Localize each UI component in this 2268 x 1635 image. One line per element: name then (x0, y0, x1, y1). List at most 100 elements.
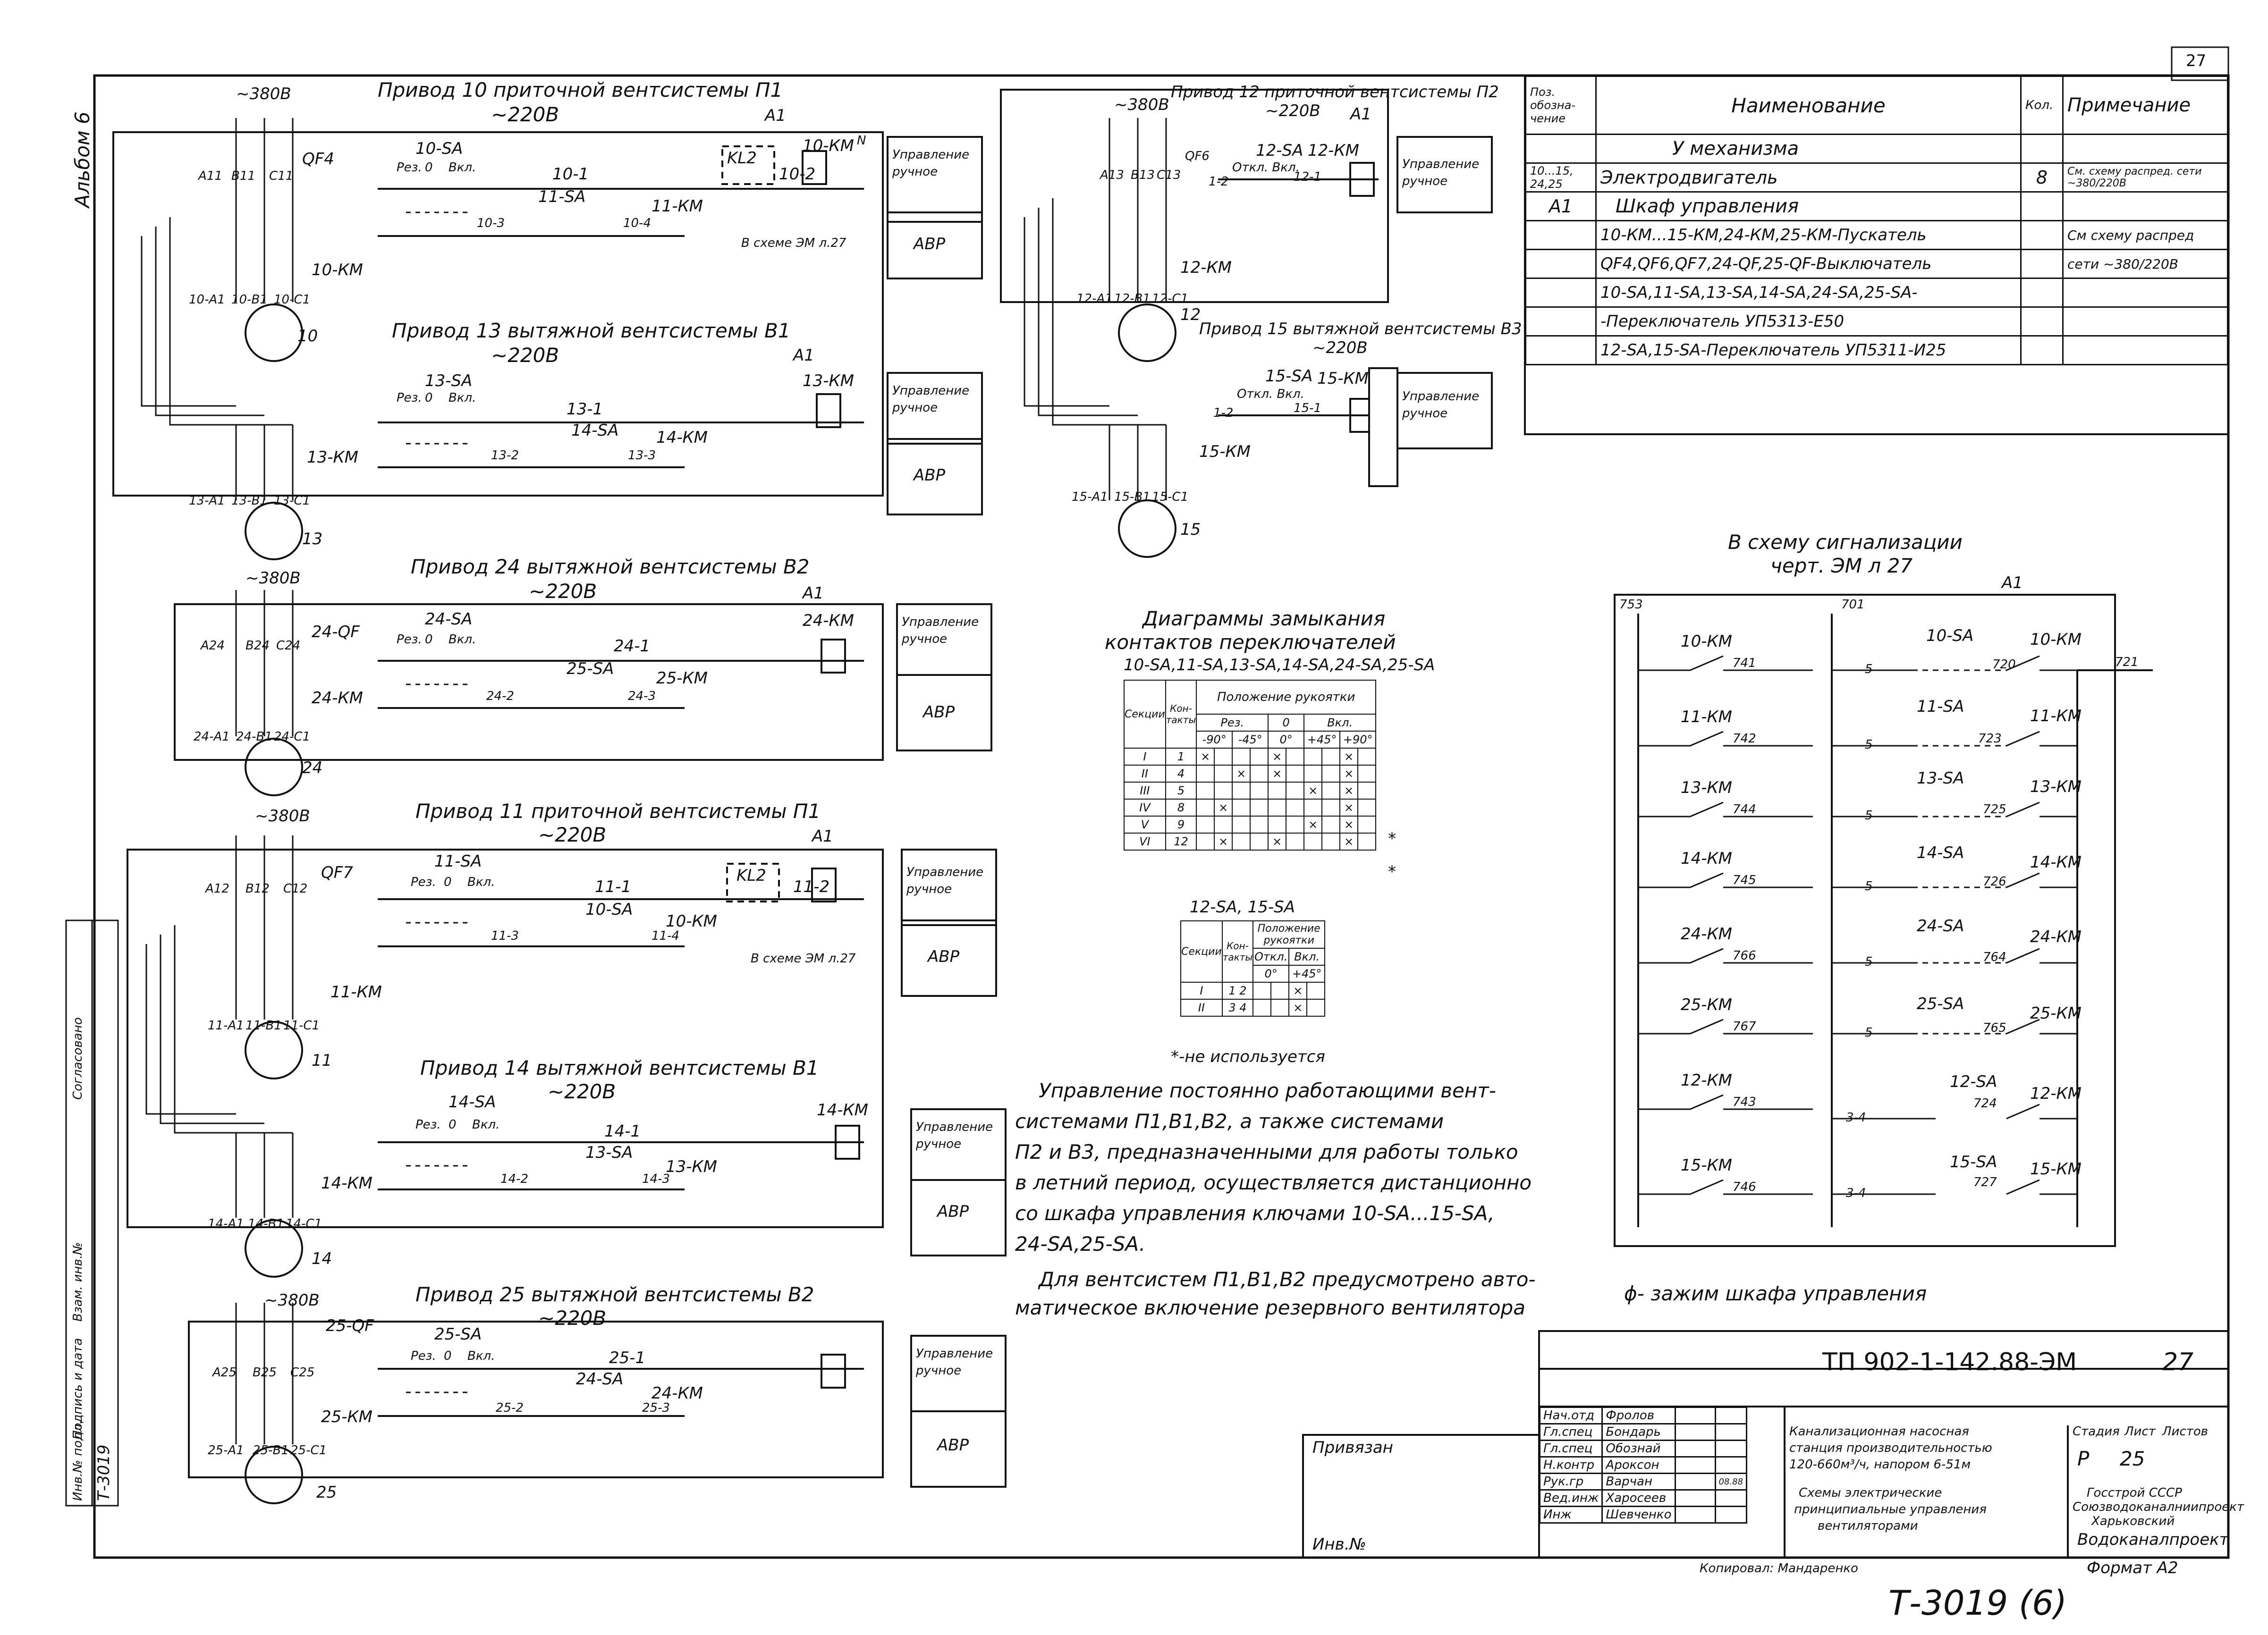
diag1-angle: 0° (1268, 731, 1305, 749)
drive-15-motor: 15 (1180, 520, 1201, 539)
diag2-pos: Откл. (1252, 948, 1290, 966)
drive-24-ctrl-manual: Управление ручное (902, 615, 979, 647)
drive-10-pos-zero: 0 (425, 160, 433, 175)
spec-cell: Шкаф управления (1595, 191, 2022, 221)
signal-left-km: 11-КМ (1681, 708, 1733, 726)
diag1-mark-2: * (1388, 862, 1396, 881)
drive-11-pos-zero: 0 (444, 875, 452, 889)
signal-right-num: 725 (1983, 802, 2006, 817)
signal-left-km: 10-КМ (1681, 632, 1733, 651)
drive-14-switch-main: 14-SA (449, 1093, 496, 1112)
spec-cell (1525, 220, 1597, 250)
drive-24-term-b: 24-В1 (236, 730, 272, 744)
spec-row: 10-КМ...15-КМ,24-КМ,25-КМ-Пускатель См сх… (1525, 220, 2228, 250)
signal-right-sa: 25-SA (1917, 994, 1964, 1013)
signal-left-num: 741 (1733, 656, 1756, 670)
drive-12-phase-a: А13 (1100, 168, 1124, 182)
tb-role: Инж (1539, 1506, 1603, 1524)
side-stamp-inv: Инв.№ подл. (71, 1420, 85, 1501)
drive-24-cabinet: А1 (803, 584, 824, 603)
spec-cell: 10-КМ...15-КМ,24-КМ,25-КМ-Пускатель (1595, 220, 2022, 250)
drive-24-switch-res: 25-SA (567, 659, 614, 678)
drive-15-switch: 15-SA (1265, 367, 1313, 386)
signal-right-km: 14-КМ (2030, 853, 2082, 872)
spec-cell (2020, 191, 2064, 221)
spec-cell (2020, 249, 2064, 279)
tb-role: Вед.инж (1539, 1489, 1603, 1507)
drive-24-motor: 24 (302, 759, 323, 777)
tb-org-line: Водоканалпроект (2077, 1530, 2229, 1549)
spec-cell: См схему распред (2062, 220, 2228, 250)
signal-right-km: 11-КМ (2030, 707, 2082, 725)
drive-13-ctrl-avr: АВР (914, 466, 946, 485)
signal-right-sa: 10-SA (1926, 626, 1974, 645)
spec-cell: QF4,QF6,QF7,24-QF,25-QF-Выключатель (1595, 249, 2022, 279)
drive-11-line3: 11-3 (491, 929, 519, 943)
drive-10-relay-note: В схеме ЭМ л.27 (741, 236, 846, 250)
drive-25-line3: 25-3 (642, 1401, 670, 1415)
diag1-angle: +90° (1339, 731, 1377, 749)
spec-cell: 10...15, 24,25 (1525, 162, 1597, 193)
signal-left-km: 15-КМ (1681, 1156, 1733, 1175)
spec-cell: -Переключатель УП5313-Е50 (1595, 306, 2022, 337)
drive-11-line1: 11-1 (595, 877, 632, 896)
tb-format: Формат А2 (2087, 1559, 2178, 1577)
drive-10-line1: 10-1 (552, 165, 589, 184)
drive-24-term-a: 24-А1 (194, 730, 230, 744)
drive-11-term-a: 11-А1 (208, 1019, 244, 1033)
diag1-title-2: контактов переключателей (1105, 631, 1396, 654)
tb-copied: Копировал: Мандаренко (1700, 1561, 1858, 1576)
drive-14-term-b: 14-В1 (248, 1217, 284, 1231)
tb-role: Гл.спец (1539, 1440, 1603, 1458)
drive-10-line2: 10-2 (779, 165, 816, 184)
drive-10-breaker: QF4 (302, 150, 334, 169)
drive-13-line1: 13-1 (567, 400, 603, 419)
drive-10-voltage: ~220В (491, 103, 559, 126)
signal-right-node: 5 (1865, 955, 1873, 969)
signal-right-node: 5 (1865, 879, 1873, 893)
drive-11-term-c: 11-С1 (283, 1019, 320, 1033)
drive-25-switch-res: 24-SA (576, 1370, 624, 1389)
signal-right-sa: 14-SA (1917, 843, 1964, 862)
drive-15-term-a: 15-А1 (1072, 490, 1108, 504)
signal-left-bus: 753 (1619, 598, 1643, 612)
drive-11-breaker: QF7 (321, 863, 353, 882)
tb-name: Харосеев (1601, 1489, 1676, 1507)
drive-10-interlock: 11-КМ (652, 197, 703, 216)
spec-cell (2020, 134, 2064, 164)
signal-left-num: 745 (1733, 873, 1756, 887)
drive-25-voltage: ~220В (538, 1306, 607, 1330)
signal-out-node: 721 (2115, 655, 2139, 669)
drive-10-pos-res: Рез. (397, 160, 422, 175)
diag2-subtitle: 12-SA, 15-SA (1190, 898, 1295, 917)
signal-right-km: 13-КМ (2030, 777, 2082, 796)
diag2-h-sections: Секции (1180, 920, 1223, 983)
spec-cell (2020, 306, 2064, 337)
tb-role: Нач.отд (1539, 1407, 1603, 1424)
signal-right-num: 724 (1973, 1096, 1997, 1111)
drive-11-relay: KL2 (736, 866, 766, 885)
drive-14-contactor: 14-КМ (321, 1174, 373, 1193)
drive-10-phase-b: В11 (231, 169, 255, 183)
signal-right-km: 15-КМ (2030, 1160, 2082, 1179)
drive-25-pos-zero: 0 (444, 1349, 452, 1363)
signal-right-sa: 13-SA (1917, 769, 1964, 788)
diag1-h-sections: Секции (1124, 680, 1166, 749)
drive-11-motor: 11 (312, 1051, 332, 1070)
drive-11-phase-c: С12 (283, 882, 308, 896)
drive-24-line3: 24-3 (628, 689, 656, 703)
spec-h-name: Наименование (1595, 76, 2022, 135)
sheet-frame (93, 74, 2230, 1559)
drive-24-term-c: 24-С1 (274, 730, 311, 744)
drive-10-cabinet: А1 (765, 106, 786, 125)
drive-14-title: Привод 14 вытяжной вентсистемы В1 (420, 1056, 819, 1079)
diag2-contact: 1 2 (1221, 982, 1254, 1000)
tb-role: Рук.гр (1539, 1473, 1603, 1491)
tb-object-line: 120-660м³/ч, напором 6-51м (1789, 1458, 1971, 1472)
spec-cell: См. схему распред. сети ~380/220В (2062, 162, 2228, 193)
drive-11-term-b: 11-В1 (245, 1019, 282, 1033)
drive-24-phase-a: А24 (201, 639, 225, 653)
